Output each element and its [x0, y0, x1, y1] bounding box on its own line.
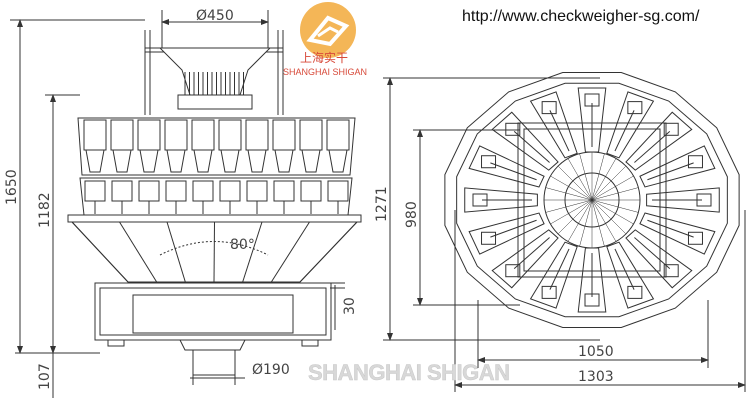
cone-angle-label: 80° — [230, 237, 255, 253]
inner-height-label: 980 — [404, 201, 420, 228]
inner-width-label: 1050 — [578, 344, 614, 360]
body-height-label: 1182 — [37, 192, 53, 228]
outer-height-label: 1271 — [374, 186, 390, 222]
total-height-label: 1650 — [4, 169, 20, 205]
side-view-dimensions: Ø450 1650 1182 107 30 Ø190 80° — [4, 8, 358, 390]
watermark: SHANGHAI SHIGAN — [308, 360, 510, 385]
website-url[interactable]: http://www.checkweigher-sg.com/ — [462, 8, 700, 25]
logo-english-name: SHANGHAI SHIGAN — [283, 67, 367, 77]
top-view-dimensions: 1271 980 1050 1303 — [374, 186, 614, 385]
company-logo: 上海实干 SHANGHAI SHIGAN — [283, 2, 367, 77]
base-offset-label: 30 — [342, 297, 358, 315]
foot-height-label: 107 — [37, 363, 53, 390]
outlet-diameter-label: Ø190 — [252, 362, 290, 378]
outer-width-label: 1303 — [578, 369, 614, 385]
side-view — [10, 10, 362, 398]
top-view — [383, 71, 746, 392]
logo-chinese-name: 上海实干 — [300, 50, 348, 65]
hopper-diameter-label: Ø450 — [196, 8, 234, 24]
